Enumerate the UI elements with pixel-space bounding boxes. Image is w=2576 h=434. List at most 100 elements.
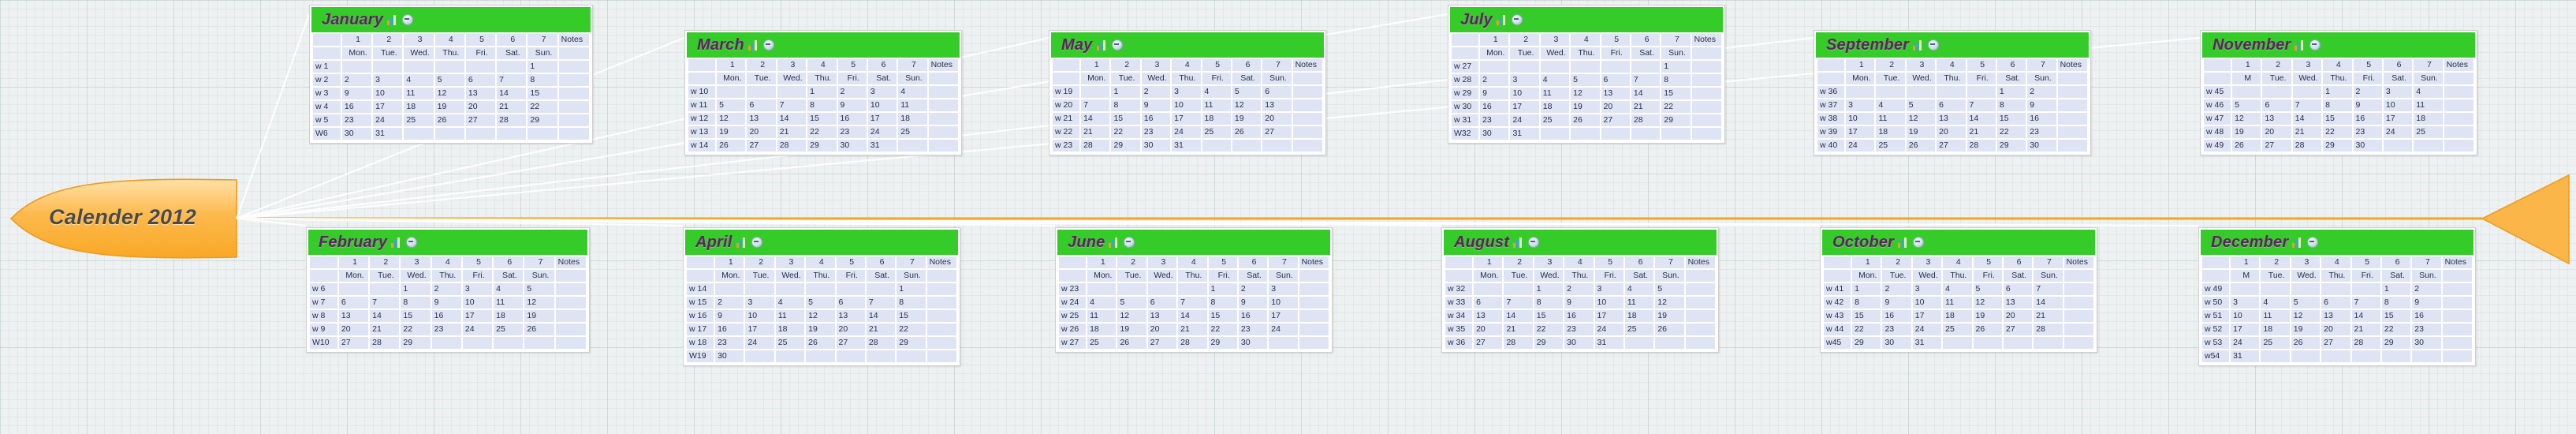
day-cell[interactable]: 12 (1973, 297, 2002, 309)
notes-cell[interactable] (1685, 324, 1715, 335)
day-cell[interactable]: 12 (806, 310, 835, 322)
day-cell[interactable] (373, 61, 403, 73)
notes-cell[interactable] (1299, 324, 1329, 335)
week-label[interactable]: w 10 (688, 86, 716, 98)
notes-cell[interactable] (926, 324, 956, 335)
day-cell[interactable]: 3 (1912, 283, 1942, 295)
day-cell[interactable]: 1 (1208, 283, 1237, 295)
day-cell[interactable]: 18 (2414, 113, 2443, 125)
day-cell[interactable]: 20 (338, 324, 369, 335)
day-cell[interactable]: 21 (497, 101, 527, 113)
day-cell[interactable]: 16 (1141, 113, 1171, 125)
day-cell[interactable]: 18 (898, 113, 927, 125)
day-cell[interactable]: 17 (867, 113, 897, 125)
day-cell[interactable]: 31 (373, 128, 403, 140)
day-cell[interactable] (2034, 337, 2063, 349)
week-label[interactable]: w 1 (313, 61, 341, 73)
day-cell[interactable]: 27 (465, 114, 496, 126)
notes-cell[interactable] (558, 47, 589, 59)
day-cell[interactable]: 19 (2232, 126, 2261, 138)
day-cell[interactable]: 3 (2231, 297, 2260, 309)
notes-cell[interactable] (926, 297, 956, 309)
day-cell[interactable]: 5 (806, 297, 835, 309)
day-cell[interactable]: 24 (1269, 324, 1298, 335)
day-cell[interactable]: 29 (1852, 337, 1881, 349)
day-cell[interactable] (1966, 86, 1996, 98)
day-cell[interactable]: 15 (2323, 113, 2352, 125)
day-cell[interactable] (1117, 283, 1146, 295)
day-cell[interactable]: 7 (370, 297, 400, 309)
day-cell[interactable]: 30 (341, 128, 372, 140)
notes-cell[interactable] (2444, 126, 2473, 138)
day-cell[interactable]: 4 (1202, 86, 1231, 98)
day-cell[interactable]: 18 (1202, 113, 1231, 125)
notes-cell[interactable] (928, 140, 958, 152)
day-cell[interactable] (806, 283, 835, 295)
day-cell[interactable]: 4 (1943, 283, 1972, 295)
day-cell[interactable]: 3 (1594, 283, 1624, 295)
day-cell[interactable]: 28 (1081, 140, 1110, 152)
day-cell[interactable]: 2 (2412, 283, 2441, 295)
day-cell[interactable]: 28 (777, 140, 807, 152)
day-cell[interactable]: 25 (1087, 337, 1117, 349)
week-label[interactable]: w 11 (688, 99, 716, 111)
day-cell[interactable]: 18 (775, 324, 805, 335)
day-cell[interactable]: 1 (528, 61, 557, 73)
day-cell[interactable]: 30 (2412, 337, 2441, 349)
day-cell[interactable]: 1 (1534, 283, 1564, 295)
notes-cell[interactable] (926, 310, 956, 322)
day-cell[interactable]: 10 (1846, 113, 1875, 125)
month-header[interactable]: November (2202, 32, 2475, 58)
day-cell[interactable]: 16 (1564, 310, 1594, 322)
day-cell[interactable]: 4 (1624, 283, 1654, 295)
day-cell[interactable]: 13 (1937, 113, 1966, 125)
day-cell[interactable] (1178, 283, 1207, 295)
minus-circle-icon[interactable] (1528, 237, 1540, 248)
notes-cell[interactable] (1299, 310, 1329, 322)
day-cell[interactable]: 18 (1876, 126, 1905, 138)
week-label[interactable]: w 28 (1452, 74, 1479, 86)
month-header[interactable]: January (311, 7, 591, 32)
week-label[interactable]: w 36 (1445, 337, 1473, 349)
day-cell[interactable] (2321, 283, 2350, 295)
day-cell[interactable]: 31 (1510, 128, 1539, 140)
minus-circle-icon[interactable] (751, 237, 762, 248)
day-cell[interactable]: 13 (2262, 113, 2291, 125)
day-cell[interactable] (1906, 86, 1936, 98)
notes-cell[interactable] (1691, 74, 1721, 86)
week-label[interactable]: w 16 (687, 310, 714, 322)
week-label[interactable]: w 49 (2202, 283, 2230, 295)
day-cell[interactable]: 24 (867, 126, 897, 138)
day-cell[interactable]: 9 (1238, 297, 1268, 309)
day-cell[interactable] (1510, 61, 1539, 73)
day-cell[interactable] (1571, 128, 1600, 140)
day-cell[interactable]: 23 (1480, 114, 1509, 126)
day-cell[interactable]: 2 (2353, 86, 2382, 98)
day-cell[interactable]: 28 (866, 337, 896, 349)
day-cell[interactable] (2351, 283, 2380, 295)
day-cell[interactable]: 2 (1141, 86, 1171, 98)
day-cell[interactable]: 11 (404, 88, 434, 99)
day-cell[interactable]: 2 (1238, 283, 1268, 295)
day-cell[interactable]: 15 (1111, 113, 1140, 125)
day-cell[interactable]: 11 (2414, 99, 2443, 111)
notes-cell[interactable] (1292, 126, 1322, 138)
week-label[interactable]: w 49 (2204, 140, 2231, 152)
day-cell[interactable]: 22 (807, 126, 837, 138)
day-cell[interactable]: 9 (341, 88, 372, 99)
month-header[interactable]: October (1822, 230, 2095, 255)
day-cell[interactable]: 1 (1852, 283, 1881, 295)
day-cell[interactable]: 14 (370, 310, 400, 322)
day-cell[interactable] (1876, 86, 1905, 98)
day-cell[interactable]: 14 (1631, 88, 1661, 99)
day-cell[interactable]: 15 (1852, 310, 1881, 322)
week-label[interactable]: w 33 (1445, 297, 1473, 309)
day-cell[interactable]: 12 (2232, 113, 2261, 125)
day-cell[interactable]: 17 (1172, 113, 1201, 125)
day-cell[interactable]: 8 (2323, 99, 2352, 111)
day-cell[interactable]: 18 (1540, 101, 1570, 113)
week-label[interactable]: w 8 (310, 310, 337, 322)
day-cell[interactable]: 7 (2034, 283, 2063, 295)
